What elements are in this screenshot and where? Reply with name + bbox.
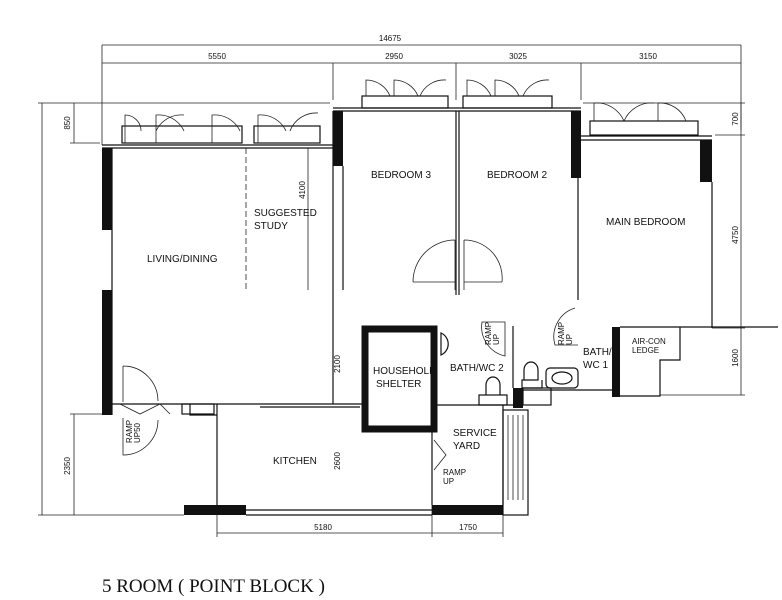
dim-top-3: 3025 [509,52,527,61]
label-bath-wc-1a: BATH/ [583,347,612,358]
label-ramp-sy-1: RAMP [443,468,466,477]
household-shelter-wall [361,325,438,433]
label-ramp-wc2-1: RAMP [484,322,493,345]
basin-icon [551,371,573,385]
toilet-icon [521,361,543,389]
label-living-dining: LIVING/DINING [147,254,218,265]
label-shelter-1: HOUSEHOLD [373,366,436,377]
label-study-1: SUGGESTED [254,208,317,219]
label-ramp-entry-2: UP50 [133,422,142,443]
walls [102,107,778,516]
label-bedroom-3: BEDROOM 3 [371,170,431,181]
label-bedroom-2: BEDROOM 2 [487,170,547,181]
label-main-bedroom: MAIN BEDROOM [606,217,685,228]
sanitary-fixtures [440,332,579,406]
label-ramp-wc1-2: UP [565,334,574,345]
dim-left-bottom: 2350 [63,457,72,475]
dim-top-4: 3150 [639,52,657,61]
dim-overall: 14675 [379,34,402,43]
bay-windows [121,79,699,144]
dim-right-3: 1600 [731,349,740,367]
dim-right-1: 700 [731,112,740,126]
dim-living-lower: 2100 [333,355,342,373]
label-bath-wc-2: BATH/WC 2 [450,363,504,374]
label-ramp-sy-2: UP [443,477,454,486]
label-ramp-wc1-1: RAMP [557,322,566,345]
label-service-2: YARD [453,441,480,452]
dim-left-top: 850 [63,116,72,130]
dimension-lines [38,44,745,537]
dim-top-1: 5550 [208,52,226,61]
dim-top-2: 2950 [385,52,403,61]
dim-bottom-2: 1750 [459,523,477,532]
dim-kitchen: 2600 [333,452,342,470]
label-ramp-entry-1: RAMP [125,420,134,443]
label-service-1: SERVICE [453,428,497,439]
dim-bottom-1: 5180 [314,523,332,532]
doors [119,239,578,471]
basin-icon [440,332,449,356]
label-aircon-2: LEDGE [632,346,659,355]
label-kitchen: KITCHEN [273,456,317,467]
toilet-icon [485,376,501,395]
label-bath-wc-1b: WC 1 [583,360,608,371]
dim-study: 4100 [298,181,307,199]
label-ramp-wc2-2: UP [492,334,501,345]
label-study-2: STUDY [254,221,288,232]
plan-title: 5 ROOM ( POINT BLOCK ) [102,576,325,597]
label-aircon-1: AIR-CON [632,337,666,346]
dim-right-2: 4750 [731,226,740,244]
label-shelter-2: SHELTER [376,379,421,390]
